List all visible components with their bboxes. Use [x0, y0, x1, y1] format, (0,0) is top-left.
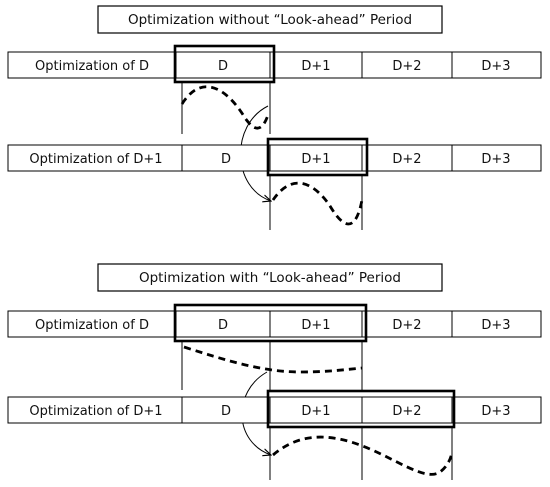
timeline-cell: D	[221, 404, 231, 419]
row-label: Optimization of D	[35, 318, 149, 333]
timeline-cell: D+3	[481, 318, 510, 333]
row-label: Optimization of D+1	[29, 152, 162, 167]
optimized-profile-curve	[272, 435, 454, 476]
section-title-box	[97, 263, 443, 292]
optimization-window-highlight	[173, 44, 276, 84]
timeline-cell: D+3	[481, 152, 510, 167]
optimized-profile-curve	[183, 345, 363, 374]
timeline-cell: D	[218, 59, 228, 74]
optimization-window-highlight	[266, 389, 456, 429]
timeline-row-optimization-d: Optimization of D D D+1 D+2 D+3	[7, 303, 542, 343]
timeline-cell: D+3	[481, 59, 510, 74]
timeline-cell: D+1	[301, 59, 330, 74]
optimization-window-highlight	[266, 137, 369, 177]
timeline-cell: D+1	[301, 404, 330, 419]
section-title: Optimization without “Look-ahead” Period	[128, 12, 412, 28]
section-title-box	[97, 5, 443, 34]
section-with-lookahead: Optimization with “Look-ahead” Period Op…	[7, 263, 542, 480]
timeline-row-optimization-d: Optimization of D D D+1 D+2 D+3	[7, 44, 542, 84]
section-without-lookahead: Optimization without “Look-ahead” Period…	[7, 5, 542, 230]
timeline-cell: D+2	[392, 318, 421, 333]
timeline-cell: D	[218, 318, 228, 333]
timeline-cell: D	[221, 152, 231, 167]
timeline-cell: D+2	[392, 59, 421, 74]
timeline-row-optimization-d1: Optimization of D+1 D D+1 D+2 D+3	[7, 389, 542, 429]
timeline-cell: D+1	[301, 318, 330, 333]
timeline-row-optimization-d1: Optimization of D+1 D D+1 D+2 D+3	[7, 137, 542, 177]
row-label: Optimization of D	[35, 59, 149, 74]
optimized-profile-curve	[271, 181, 364, 226]
timeline-cell: D+3	[481, 404, 510, 419]
timeline-cell: D+1	[301, 152, 330, 167]
timeline-cell: D+2	[392, 404, 421, 419]
timeline-cell: D+2	[392, 152, 421, 167]
optimized-profile-curve	[180, 85, 270, 130]
section-title: Optimization with “Look-ahead” Period	[139, 270, 401, 286]
row-label: Optimization of D+1	[29, 404, 162, 419]
